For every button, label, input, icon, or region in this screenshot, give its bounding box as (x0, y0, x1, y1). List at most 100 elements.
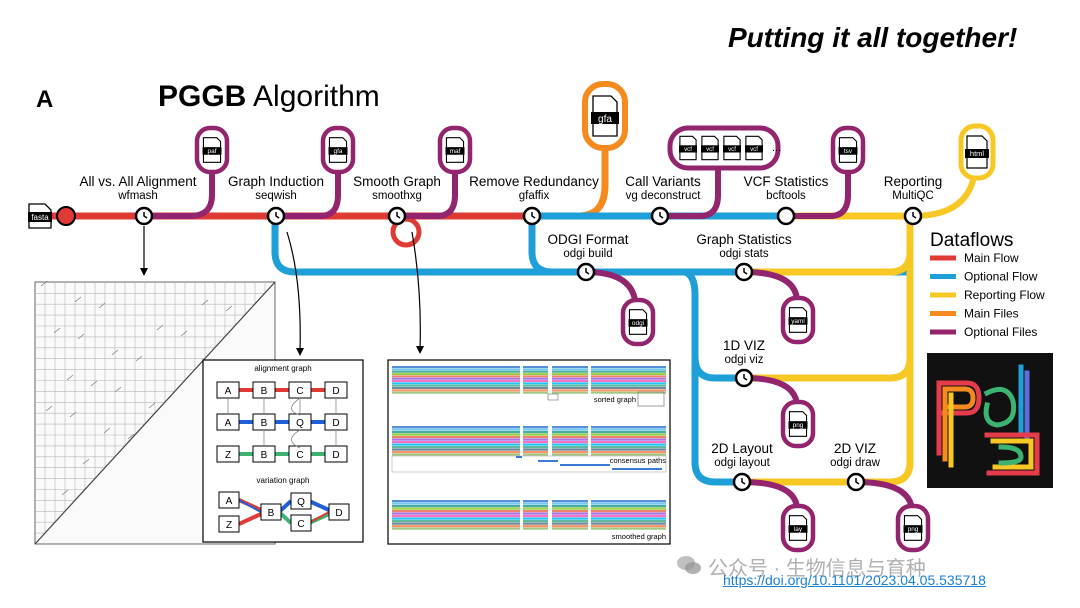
optional-step-labels: ODGI Format odgi build Graph Statistics … (547, 232, 880, 469)
gfa-main-file-icon: gfa (582, 81, 628, 151)
opt-step-tool: odgi build (563, 248, 612, 260)
paf-file-label: paf (208, 148, 217, 155)
svg-text:html: html (970, 149, 985, 158)
legend-label: Main Flow (964, 251, 1019, 265)
tsv-file-label: tsv (844, 148, 853, 155)
graph-node: C (297, 519, 304, 530)
lay-file-label: lay (794, 526, 803, 533)
vcf-file-icon: vcf (723, 135, 741, 161)
reporting-flow-down (742, 216, 914, 486)
arrow-to-viz (411, 231, 421, 351)
opt-step-tool: odgi viz (725, 354, 764, 366)
opt-step-name: Graph Statistics (696, 232, 792, 247)
step-name: Graph Induction (228, 174, 324, 189)
optional-flow-line (271, 216, 910, 276)
opt-step-tool: odgi draw (830, 457, 881, 469)
odgi-file-icon: odgi (628, 309, 648, 335)
algorithm-title-rest: Algorithm (246, 80, 380, 113)
graph-node: B (261, 450, 268, 461)
slide-title: Putting it all together! (728, 22, 1018, 53)
step-name: VCF Statistics (744, 174, 829, 189)
vcf-file-icon: vcf (745, 135, 763, 161)
step-name: Call Variants (625, 174, 701, 189)
step-tool: MultiQC (892, 190, 934, 202)
legend-label: Reporting Flow (964, 288, 1045, 302)
graph-node: B (268, 508, 275, 519)
lay-file-badge: lay (780, 503, 816, 553)
png-file-badge: png (780, 399, 816, 449)
gfa-file-label: gfa (334, 148, 343, 155)
viz-inset: sorted graph consensus paths smoothed gr… (387, 359, 671, 545)
step-name: Remove Redundancy (469, 174, 599, 189)
vcf-file-icon: vcf (701, 135, 719, 161)
graph-node: D (332, 418, 339, 429)
legend-label: Optional Files (964, 325, 1037, 339)
main-step-labels: All vs. All Alignment wfmash Graph Induc… (79, 174, 942, 202)
graph-node: B (261, 386, 268, 397)
doi-link[interactable]: https://doi.org/10.1101/2023.04.05.53571… (723, 572, 986, 588)
arrow-to-graph (286, 231, 301, 353)
viz-label-smoothed: smoothed graph (612, 532, 666, 541)
opt-step-tool: odgi layout (714, 457, 770, 469)
step-name: All vs. All Alignment (79, 174, 196, 189)
graph-node: Z (225, 450, 231, 461)
maf-file-badge: maf (437, 125, 473, 175)
opt-step-name: 2D Layout (711, 441, 773, 456)
step-tool: seqwish (255, 190, 297, 202)
step-tool: gfaffix (519, 190, 550, 202)
graph-node: Q (297, 497, 305, 508)
more-files-ellipsis: ... (772, 142, 781, 154)
odgi-file-label: odgi (632, 320, 644, 327)
opt-step-name: ODGI Format (547, 232, 628, 247)
step-tool: smoothxg (372, 190, 422, 202)
step-tool: vg deconstruct (626, 190, 702, 202)
graph-node: A (225, 386, 232, 397)
opt-step-tool: odgi stats (719, 248, 768, 260)
algorithm-title: PGGB Algorithm (158, 80, 380, 114)
gfa-file-icon: gfa (328, 137, 348, 163)
tsv-file-badge: tsv (830, 125, 866, 175)
graph-node: A (226, 496, 233, 507)
yaml-file-badge: yaml (780, 295, 816, 345)
vcf-file-label: vcf (706, 146, 714, 153)
optional-flow-layout (691, 360, 742, 486)
optional-flow-down (683, 268, 744, 382)
wechat-icon (677, 556, 701, 574)
graph-node: D (332, 386, 339, 397)
graph-node: Q (296, 418, 304, 429)
png-file-icon: png (788, 411, 808, 437)
viz-label-consensus: consensus paths (610, 456, 667, 465)
opt-step-name: 2D VIZ (834, 441, 876, 456)
variation-graph-title: variation graph (257, 476, 310, 485)
vcf-file-label: vcf (684, 146, 692, 153)
reporting-flow-viz (744, 357, 914, 382)
legend-title: Dataflows (930, 230, 1013, 251)
png-file-label: png (908, 526, 919, 533)
step-tool: wfmash (117, 190, 158, 202)
maf-file-icon: maf (445, 137, 465, 163)
yaml-file-label: yaml (791, 318, 805, 325)
svg-text:fasta: fasta (31, 213, 49, 222)
graph-node: C (296, 450, 303, 461)
paf-file-icon: paf (202, 137, 222, 163)
stations (56, 206, 923, 492)
reporting-flow-stats (744, 251, 914, 276)
step-name: Smooth Graph (353, 174, 441, 189)
legend-label: Main Files (964, 307, 1019, 321)
fasta-file-icon: fasta (28, 203, 52, 229)
viz-label-sorted: sorted graph (594, 395, 636, 404)
step-name: Reporting (884, 174, 943, 189)
graph-node: A (225, 418, 232, 429)
graph-node: D (332, 450, 339, 461)
vcf-file-icon: vcf (679, 135, 697, 161)
paf-file-badge: paf (194, 125, 230, 175)
algorithm-title-bold: PGGB (158, 80, 247, 113)
watermark-text: 公众号 · 生物信息与育种 (708, 558, 926, 580)
png-file-label: png (793, 422, 804, 429)
odgi-file-badge: odgi (620, 297, 656, 347)
maf-file-label: maf (450, 148, 461, 155)
graph-node: D (335, 508, 342, 519)
